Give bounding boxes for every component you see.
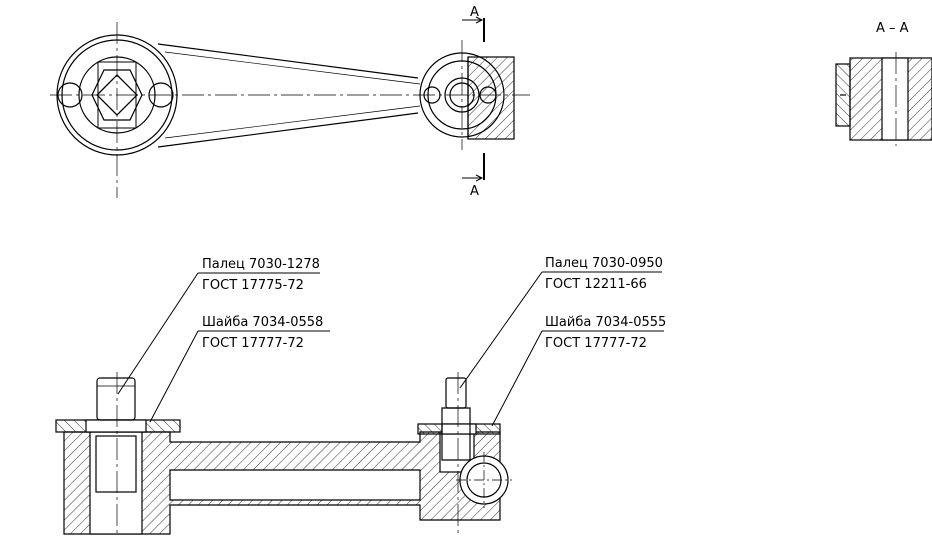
section-mark-top: А <box>470 5 479 20</box>
front-view <box>55 372 512 536</box>
section-title: А – А <box>876 21 909 36</box>
section-mark-bottom: А <box>470 184 479 199</box>
big-hub-pin-right <box>148 82 174 108</box>
callout-pin-left-line1: Палец 7030-1278 <box>202 257 320 272</box>
pin-left <box>96 377 136 421</box>
pin-right <box>445 377 467 409</box>
small-hub-section <box>467 56 515 140</box>
callout-pin-right-line2: ГОСТ 12211-66 <box>545 277 647 292</box>
arm-outline <box>157 43 419 79</box>
callout-washer-left-line2: ГОСТ 17777-72 <box>202 336 304 351</box>
top-view <box>50 16 530 198</box>
callout-pin-left-line2: ГОСТ 17775-72 <box>202 278 304 293</box>
callout-washer-right-line2: ГОСТ 17777-72 <box>545 336 647 351</box>
callout-washer-right-line1: Шайба 7034-0555 <box>545 315 666 330</box>
section-a-a <box>835 52 932 146</box>
big-hub-outer <box>56 34 178 156</box>
callout-pin-right-line1: Палец 7030-0950 <box>545 256 663 271</box>
callout-washer-left-line1: Шайба 7034-0558 <box>202 315 323 330</box>
big-hub-pin-left <box>57 82 83 108</box>
leader-lines <box>117 271 664 427</box>
